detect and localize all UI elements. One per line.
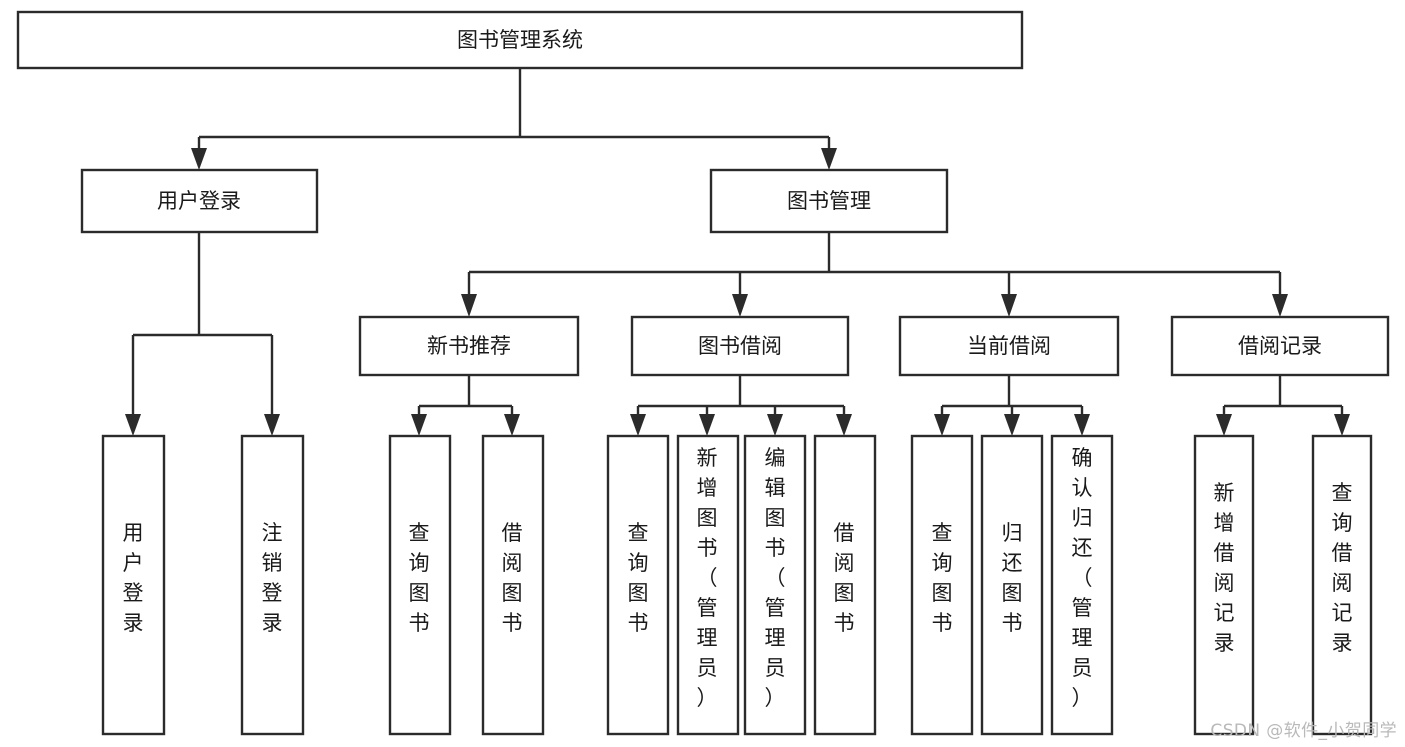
leaf-node-query-book-2[interactable]: 查询图书 [606, 434, 670, 736]
arrow-head-icon [411, 414, 427, 436]
node-label-leaf-query-book-1: 查询图书 [409, 521, 430, 635]
node-label-leaf-confirm-return-admin: 确认归还（管理员） [1072, 446, 1093, 710]
arrow-head-icon [461, 294, 477, 317]
node-label-leaf-borrow-book-1: 借阅图书 [502, 521, 523, 635]
node-box-leaf-borrow-book-2[interactable] [813, 434, 877, 736]
arrow-head-icon [934, 414, 950, 436]
node-new-book-recommend[interactable]: 新书推荐 [358, 315, 580, 377]
connector-group-book-mgmt [461, 232, 1288, 317]
node-box-leaf-logout[interactable] [240, 434, 305, 736]
csdn-watermark: CSDN @软件_小贺同学 [1210, 721, 1397, 741]
node-user-login[interactable]: 用户登录 [80, 168, 319, 234]
node-label-borrow-record: 借阅记录 [1238, 334, 1322, 358]
node-label-current-borrow: 当前借阅 [967, 334, 1051, 358]
arrow-head-icon [191, 148, 207, 170]
arrow-head-icon [732, 294, 748, 317]
node-box-leaf-edit-book-admin[interactable] [743, 434, 807, 736]
node-box-leaf-query-borrow-record[interactable] [1311, 434, 1373, 736]
node-label-root: 图书管理系统 [457, 28, 583, 52]
leaf-node-query-book-1[interactable]: 查询图书 [388, 434, 452, 736]
arrow-head-icon [821, 148, 837, 170]
connector-group-new-book-rec [411, 375, 520, 436]
node-box-leaf-return-book[interactable] [980, 434, 1044, 736]
arrow-head-icon [767, 414, 783, 436]
node-label-book-borrow: 图书借阅 [698, 334, 782, 358]
node-label-leaf-borrow-book-2: 借阅图书 [834, 521, 855, 635]
arrow-head-icon [1272, 294, 1288, 317]
leaf-node-borrow-book-2[interactable]: 借阅图书 [813, 434, 877, 736]
node-label-leaf-edit-book-admin: 编辑图书（管理员） [765, 446, 786, 710]
node-borrow-record[interactable]: 借阅记录 [1170, 315, 1390, 377]
node-label-book-management: 图书管理 [787, 189, 871, 213]
node-book-borrow[interactable]: 图书借阅 [630, 315, 850, 377]
node-box-book-borrow[interactable] [630, 315, 850, 377]
node-label-leaf-return-book: 归还图书 [1002, 521, 1023, 635]
arrow-head-icon [1004, 414, 1020, 436]
connector-group-user-login [125, 232, 280, 436]
connector-group-book-borrow [630, 375, 852, 436]
node-label-leaf-add-borrow-record: 新增借阅记录 [1214, 481, 1235, 655]
node-box-borrow-record[interactable] [1170, 315, 1390, 377]
node-label-leaf-user-login: 用户登录 [123, 521, 144, 635]
node-root-system[interactable]: 图书管理系统 [16, 10, 1024, 70]
arrow-head-icon [264, 414, 280, 436]
arrow-head-icon [1216, 414, 1232, 436]
node-box-new-book-recommend[interactable] [358, 315, 580, 377]
node-label-user-login: 用户登录 [157, 189, 241, 213]
leaf-node-user-login[interactable]: 用户登录 [101, 434, 166, 736]
node-current-borrow[interactable]: 当前借阅 [898, 315, 1120, 377]
node-box-leaf-query-book-1[interactable] [388, 434, 452, 736]
leaf-node-query-book-3[interactable]: 查询图书 [910, 434, 974, 736]
connector-group-root [191, 68, 837, 170]
node-box-leaf-query-book-3[interactable] [910, 434, 974, 736]
node-book-management[interactable]: 图书管理 [709, 168, 949, 234]
node-box-current-borrow[interactable] [898, 315, 1120, 377]
arrow-head-icon [1334, 414, 1350, 436]
leaf-node-add-borrow-record[interactable]: 新增借阅记录 [1193, 434, 1255, 736]
leaf-node-edit-book-admin[interactable]: 编辑图书（管理员） [743, 434, 807, 736]
leaf-node-return-book[interactable]: 归还图书 [980, 434, 1044, 736]
node-box-leaf-add-book-admin[interactable] [676, 434, 740, 736]
arrow-head-icon [699, 414, 715, 436]
node-box-book-management[interactable] [709, 168, 949, 234]
arrow-head-icon [1001, 294, 1017, 317]
arrow-head-icon [504, 414, 520, 436]
connector-group-current-borrow [934, 375, 1090, 436]
leaf-node-confirm-return-admin[interactable]: 确认归还（管理员） [1050, 434, 1114, 736]
node-box-leaf-confirm-return-admin[interactable] [1050, 434, 1114, 736]
arrow-head-icon [836, 414, 852, 436]
node-box-leaf-query-book-2[interactable] [606, 434, 670, 736]
node-box-root[interactable] [16, 10, 1024, 70]
node-label-leaf-logout: 注销登录 [262, 521, 283, 635]
leaf-node-logout[interactable]: 注销登录 [240, 434, 305, 736]
node-label-leaf-add-book-admin: 新增图书（管理员） [697, 446, 718, 710]
node-label-leaf-query-book-3: 查询图书 [932, 521, 953, 635]
leaf-node-add-book-admin[interactable]: 新增图书（管理员） [676, 434, 740, 736]
node-box-leaf-add-borrow-record[interactable] [1193, 434, 1255, 736]
arrow-head-icon [630, 414, 646, 436]
node-box-leaf-user-login[interactable] [101, 434, 166, 736]
leaf-node-borrow-book-1[interactable]: 借阅图书 [481, 434, 545, 736]
arrow-head-icon [125, 414, 141, 436]
node-box-user-login[interactable] [80, 168, 319, 234]
leaf-node-query-borrow-record[interactable]: 查询借阅记录 [1311, 434, 1373, 736]
node-label-leaf-query-book-2: 查询图书 [628, 521, 649, 635]
node-label-new-book-recommend: 新书推荐 [427, 334, 511, 358]
node-box-leaf-borrow-book-1[interactable] [481, 434, 545, 736]
node-label-leaf-query-borrow-record: 查询借阅记录 [1332, 481, 1353, 655]
connector-group-borrow-record [1216, 375, 1350, 436]
arrow-head-icon [1074, 414, 1090, 436]
